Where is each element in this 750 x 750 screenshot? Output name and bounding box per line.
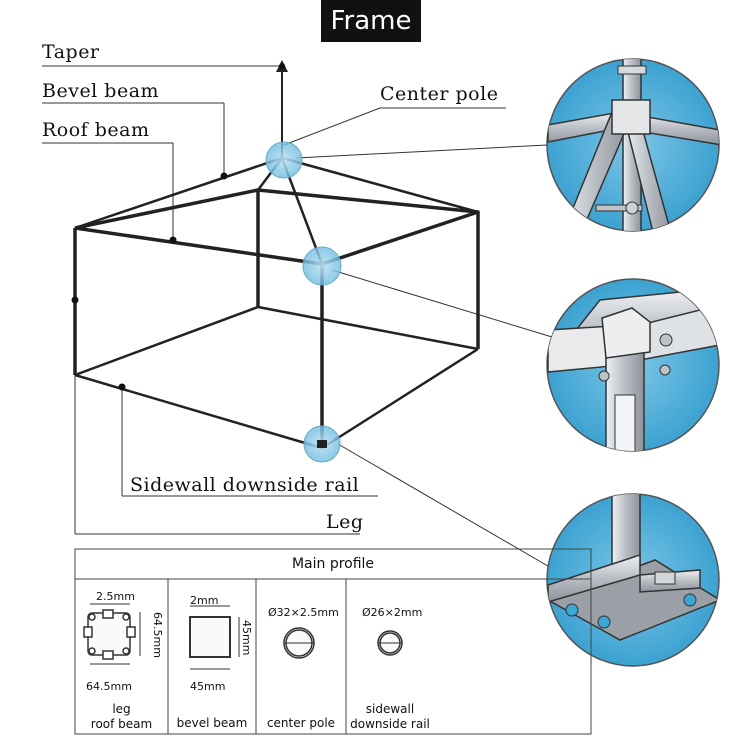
roof-beam-label: Roof beam xyxy=(42,119,150,141)
eave-beams xyxy=(74,188,480,266)
bevel-profile-label: bevel beam xyxy=(176,716,248,730)
leg-dim-top: 2.5mm xyxy=(96,590,135,603)
detail-base-plate xyxy=(546,493,720,667)
bevel-beam-label: Bevel beam xyxy=(42,80,160,102)
leg-dim-bottom: 64.5mm xyxy=(86,680,132,693)
sidewall-downside-rail xyxy=(74,373,323,450)
left-back-rail xyxy=(74,305,259,377)
rail-profile-shape xyxy=(377,630,403,656)
label-dots xyxy=(71,63,285,391)
back-rail xyxy=(257,305,479,351)
page-title: Frame xyxy=(321,0,421,42)
center-pole-label: Center pole xyxy=(380,83,499,105)
detail-center-pole xyxy=(546,58,720,232)
bevel-dim-bottom: 45mm xyxy=(190,680,226,693)
rail-profile-label-2: downside rail xyxy=(350,717,430,731)
leg-profile-label-1: leg xyxy=(112,702,131,716)
bevel-dim-side: 45mm xyxy=(240,620,253,656)
leg-label: Leg xyxy=(326,511,364,533)
top-joint-highlight xyxy=(265,141,303,179)
profile-table xyxy=(74,548,592,735)
bevel-beam-right xyxy=(281,156,479,214)
detail-corner-joint xyxy=(546,278,720,452)
corner-joint-highlight xyxy=(302,246,342,286)
center-pole-profile-shape xyxy=(283,627,315,659)
center-pole-leader-d xyxy=(283,107,381,146)
leg-dim-side: 64.5mm xyxy=(151,612,164,658)
detail-bottom-connector xyxy=(337,443,554,570)
center-pole-dim: Ø32×2.5mm xyxy=(268,606,339,619)
leg-profile-label-2: roof beam xyxy=(90,717,153,731)
profile-table-border xyxy=(74,548,592,735)
center-pole-profile-label: center pole xyxy=(266,716,336,730)
leader-lines xyxy=(42,65,554,570)
bevel-profile-shape xyxy=(189,605,240,670)
rail-dim: Ø26×2mm xyxy=(362,606,423,619)
leg-profile-shape xyxy=(83,603,141,665)
base-plate xyxy=(317,440,327,448)
detail-mid-connector xyxy=(331,269,553,338)
bevel-beam-left xyxy=(74,156,283,230)
rail-profile-label-1: sidewall xyxy=(365,702,415,716)
sidewall-rail-label: Sidewall downside rail xyxy=(130,474,360,496)
joint-highlights xyxy=(265,141,342,463)
taper-label: Taper xyxy=(42,41,100,63)
profile-table-title: Main profile xyxy=(291,556,375,572)
bevel-dim-top: 2mm xyxy=(190,594,219,607)
right-bottom-rail xyxy=(321,347,479,450)
detail-top-connector xyxy=(295,144,548,159)
